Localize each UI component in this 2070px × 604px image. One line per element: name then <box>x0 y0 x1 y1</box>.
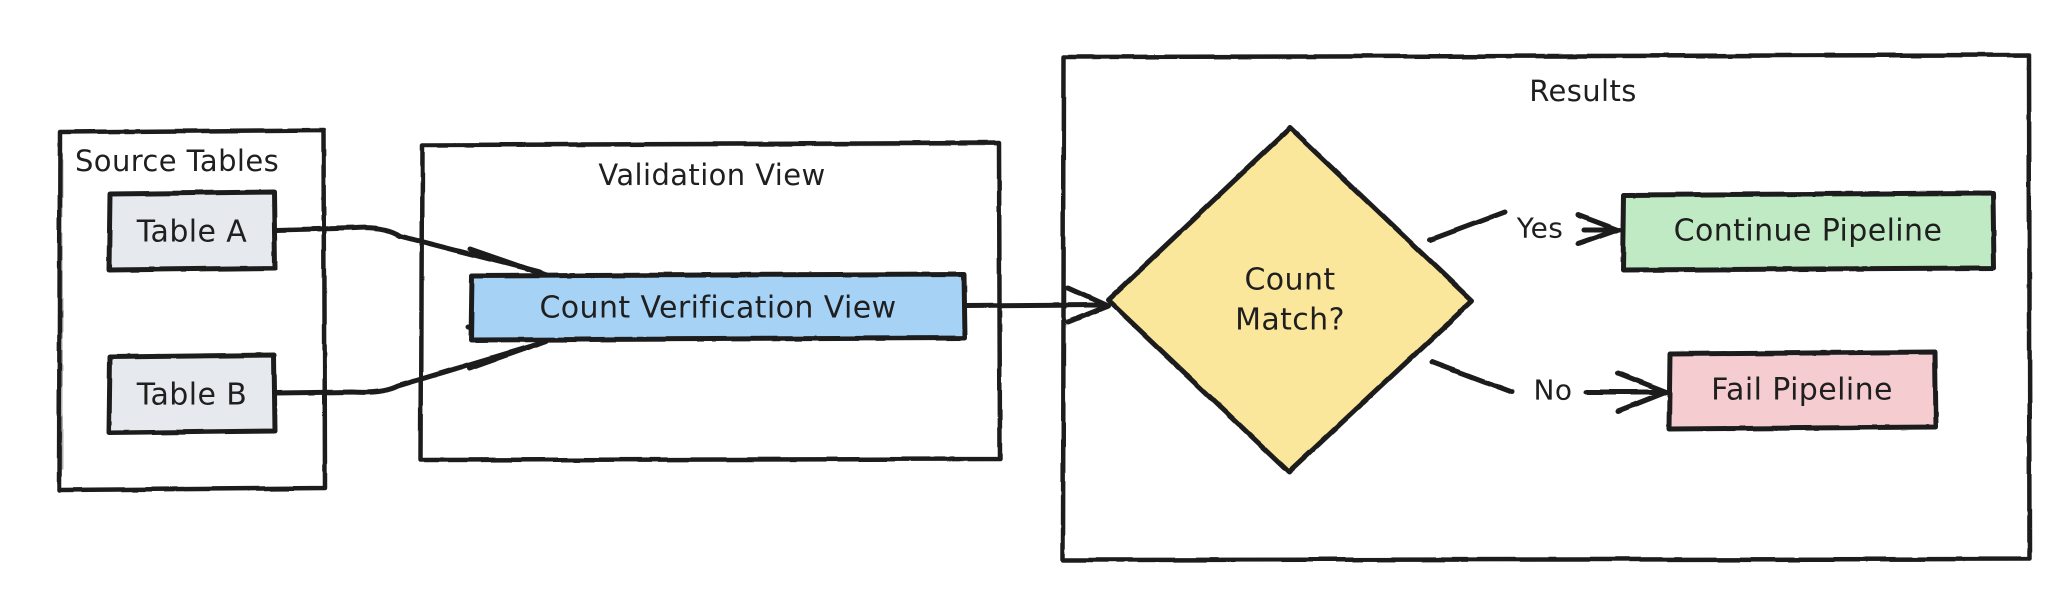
node-table-a[interactable] <box>106 189 278 273</box>
node-fail-pipeline[interactable] <box>1666 349 1939 432</box>
node-count-verification-view[interactable] <box>468 271 968 343</box>
node-continue-pipeline[interactable] <box>1620 190 1997 273</box>
node-count-match-decision[interactable] <box>1105 125 1475 475</box>
edge-view-to-decision <box>963 285 1111 325</box>
edge-decision-yes <box>1427 209 1623 247</box>
edge-decision-no <box>1429 359 1669 414</box>
node-table-b[interactable] <box>106 352 278 436</box>
container-source-tables <box>56 127 328 493</box>
